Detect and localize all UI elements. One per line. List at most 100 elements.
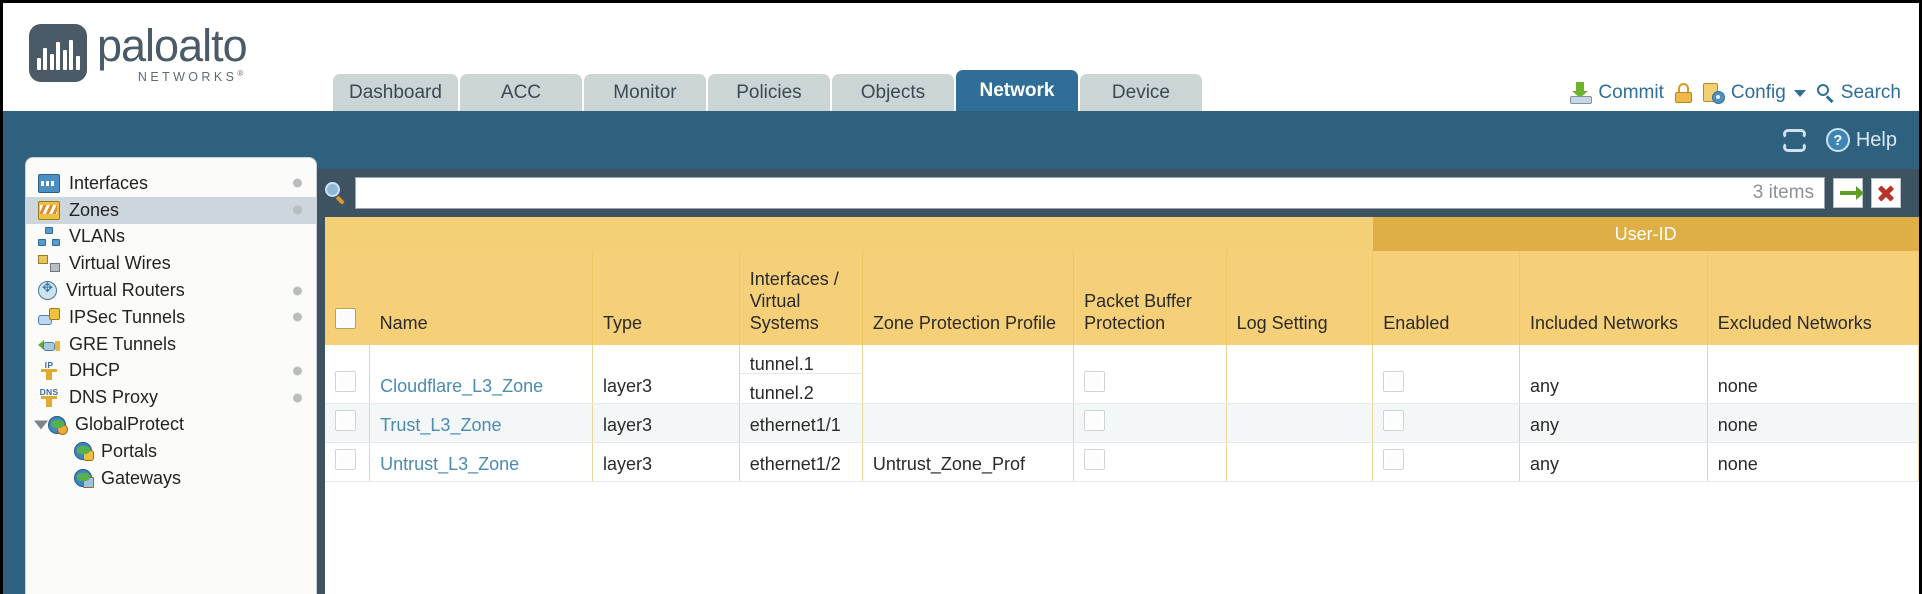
userid-enabled-checkbox[interactable]	[1383, 371, 1405, 392]
group-header-userid: User-ID	[1372, 217, 1919, 251]
refresh-icon[interactable]	[1782, 128, 1808, 152]
dhcp-icon: IP	[38, 360, 60, 381]
sidebar-item-virtual-routers[interactable]: Virtual Routers	[26, 277, 316, 304]
sidebar-item-label: VLANs	[69, 226, 126, 247]
cell-included-networks: any	[1519, 345, 1708, 404]
brand-subtitle: NETWORKS®	[97, 70, 247, 84]
search-icon	[1816, 84, 1835, 103]
zone-name-link[interactable]: Untrust_L3_Zone	[380, 454, 520, 474]
cell-interfaces: ethernet1/1	[739, 403, 863, 443]
sidebar-item-label: Zones	[69, 199, 120, 220]
packet-buffer-checkbox[interactable]	[1084, 371, 1106, 392]
col-header-interfaces[interactable]: Interfaces / Virtual Systems	[739, 251, 863, 345]
sidebar-item-ipsec-tunnels[interactable]: IPSec Tunnels	[26, 304, 316, 331]
expander-triangle-icon[interactable]	[34, 420, 48, 430]
tab-acc[interactable]: ACC	[459, 74, 582, 111]
select-all-header	[325, 251, 370, 345]
virtual-wires-icon	[38, 254, 60, 273]
status-dot	[293, 312, 302, 322]
globalprotect-icon	[48, 415, 68, 435]
status-dot	[293, 393, 302, 403]
interfaces-icon	[38, 173, 60, 193]
sidebar-item-interfaces[interactable]: Interfaces	[26, 170, 316, 197]
dns-proxy-icon: DNS	[38, 387, 60, 408]
sidebar-item-vlans[interactable]: VLANs	[26, 224, 316, 251]
row-checkbox[interactable]	[335, 410, 356, 431]
table-row[interactable]: Untrust_L3_Zone layer3 ethernet1/2 Untru…	[325, 442, 1919, 482]
sidebar-item-label: GlobalProtect	[75, 414, 185, 435]
cell-name: Cloudflare_L3_Zone	[369, 345, 594, 404]
tab-device[interactable]: Device	[1079, 74, 1202, 111]
cell-type: layer3	[592, 442, 740, 482]
cell-log-setting	[1226, 345, 1374, 404]
select-all-checkbox[interactable]	[335, 308, 356, 330]
cell-packet-buffer-protection	[1073, 403, 1227, 443]
filter-input-wrap[interactable]: 3 items	[355, 177, 1825, 209]
sidebar-item-dhcp[interactable]: IP DHCP	[26, 358, 316, 385]
cell-name: Untrust_L3_Zone	[369, 442, 594, 482]
column-header-row: Name Type Interfaces / Virtual Systems Z…	[325, 251, 1919, 345]
help-button[interactable]: ? Help	[1825, 128, 1897, 152]
cell-userid-enabled	[1372, 442, 1520, 482]
brand-logo[interactable]: paloalto NETWORKS®	[29, 20, 248, 84]
sidebar-item-virtual-wires[interactable]: Virtual Wires	[26, 250, 316, 277]
cell-type: layer3	[592, 345, 740, 404]
config-menu-button[interactable]: Config	[1702, 82, 1806, 104]
sidebar-item-gre-tunnels[interactable]: GRE Tunnels	[26, 331, 316, 358]
status-dot	[293, 366, 302, 376]
paloalto-logo-icon	[29, 24, 87, 83]
packet-buffer-checkbox[interactable]	[1084, 449, 1106, 470]
sidebar-item-zones[interactable]: Zones	[26, 196, 316, 224]
col-header-included-networks[interactable]: Included Networks	[1519, 251, 1708, 345]
status-dot	[293, 286, 302, 296]
commit-button[interactable]: Commit	[1570, 82, 1664, 104]
ipsec-tunnels-icon	[38, 307, 60, 327]
sidebar-item-label: Virtual Routers	[66, 280, 185, 301]
packet-buffer-checkbox[interactable]	[1084, 410, 1106, 431]
sub-header-band: ? Help	[3, 111, 1919, 169]
sidebar-item-portals[interactable]: Portals	[26, 438, 316, 465]
sidebar-item-globalprotect[interactable]: GlobalProtect	[26, 411, 316, 438]
config-label: Config	[1730, 82, 1786, 103]
col-header-name[interactable]: Name	[369, 251, 594, 345]
col-header-enabled[interactable]: Enabled	[1372, 251, 1520, 345]
userid-enabled-checkbox[interactable]	[1383, 410, 1405, 431]
col-header-type[interactable]: Type	[592, 251, 740, 345]
tab-monitor[interactable]: Monitor	[583, 74, 706, 111]
band-actions: ? Help	[1782, 128, 1897, 152]
tab-dashboard[interactable]: Dashboard	[333, 74, 458, 111]
sidebar-item-label: Gateways	[101, 467, 182, 488]
cell-packet-buffer-protection	[1073, 345, 1227, 404]
status-dot	[293, 178, 302, 188]
userid-enabled-checkbox[interactable]	[1383, 449, 1405, 470]
table-row[interactable]: Trust_L3_Zone layer3 ethernet1/1	[325, 403, 1919, 443]
cell-included-networks: any	[1519, 403, 1708, 443]
unlock-button[interactable]	[1674, 83, 1692, 103]
row-checkbox[interactable]	[335, 449, 356, 470]
col-header-packet-buffer-protection[interactable]: Packet Buffer Protection	[1073, 251, 1227, 345]
cell-excluded-networks: none	[1707, 403, 1919, 443]
cell-name: Trust_L3_Zone	[369, 403, 594, 443]
cell-interfaces: tunnel.1 tunnel.2	[739, 345, 863, 404]
zone-name-link[interactable]: Cloudflare_L3_Zone	[380, 376, 544, 396]
brand-registered-mark: ®	[237, 69, 247, 78]
sidebar-item-gateways[interactable]: Gateways	[26, 465, 316, 492]
col-header-log-setting[interactable]: Log Setting	[1226, 251, 1374, 345]
col-header-excluded-networks[interactable]: Excluded Networks	[1707, 251, 1919, 345]
apply-filter-button[interactable]	[1833, 178, 1864, 208]
brand-name: paloalto	[97, 20, 248, 71]
search-button[interactable]: Search	[1816, 82, 1901, 104]
row-checkbox[interactable]	[335, 371, 356, 392]
tab-objects[interactable]: Objects	[831, 74, 954, 111]
sidebar-item-dns-proxy[interactable]: DNS DNS Proxy	[26, 384, 316, 411]
tab-policies[interactable]: Policies	[707, 74, 830, 111]
cell-userid-enabled	[1372, 345, 1520, 404]
status-dot	[293, 205, 302, 215]
clear-filter-button[interactable]	[1871, 178, 1901, 208]
tab-network[interactable]: Network	[955, 70, 1078, 111]
sidebar-item-label: Interfaces	[69, 172, 149, 193]
col-header-zone-protection-profile[interactable]: Zone Protection Profile	[862, 251, 1075, 345]
zones-table-body: Cloudflare_L3_Zone layer3 tunnel.1 tunne…	[325, 345, 1919, 482]
zone-name-link[interactable]: Trust_L3_Zone	[380, 415, 502, 435]
